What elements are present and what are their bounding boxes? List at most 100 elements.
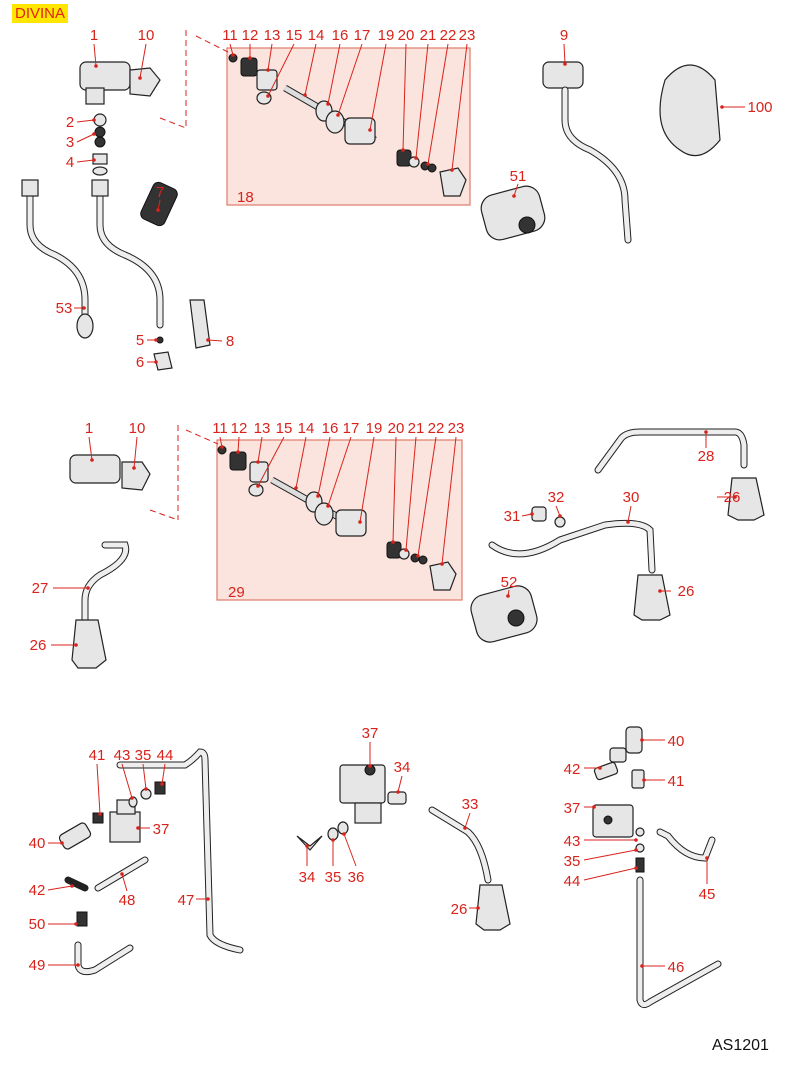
leader-line	[229, 43, 234, 56]
leader-line	[359, 436, 375, 523]
leader-arrow	[642, 778, 646, 782]
leader-arrow	[705, 856, 709, 860]
leader-arrow	[303, 93, 307, 97]
leader-arrow	[120, 872, 124, 876]
leader-line	[96, 763, 101, 815]
leader-line	[627, 505, 632, 523]
leader-arrow	[476, 906, 480, 910]
leader-line	[93, 43, 97, 67]
leader-arrow	[331, 838, 335, 842]
leader-arrow	[266, 68, 270, 72]
part-callout-1: 1	[90, 27, 98, 44]
part-callout-40: 40	[29, 835, 46, 852]
leader-arrow	[640, 738, 644, 742]
leader-line	[76, 119, 95, 123]
leader-arrow	[416, 554, 420, 558]
leader-arrow	[70, 884, 74, 888]
leader-arrow	[316, 494, 320, 498]
leader-arrow	[592, 805, 596, 809]
leader-arrow	[440, 562, 444, 566]
leader-arrow	[326, 504, 330, 508]
part-callout-34: 34	[394, 759, 411, 776]
part-callout-23: 23	[448, 420, 465, 437]
part-callout-35: 35	[564, 853, 581, 870]
part-callout-4: 4	[66, 154, 74, 171]
leader-arrow	[60, 841, 64, 845]
kit-parts-18	[228, 53, 467, 197]
leader-arrow	[130, 796, 134, 800]
part-callout-15: 15	[286, 27, 303, 44]
leader-arrow	[391, 540, 395, 544]
leader-line	[563, 43, 566, 65]
part-callout-21: 21	[420, 27, 437, 44]
leader-arrow	[86, 586, 90, 590]
part-callout-41: 41	[668, 773, 685, 790]
leader-line	[451, 43, 468, 171]
leader-arrow	[92, 158, 96, 162]
leader-arrow	[74, 643, 78, 647]
leader-line	[121, 873, 128, 892]
leader-arrow	[463, 826, 467, 830]
leader-line	[161, 763, 166, 785]
leader-line	[427, 43, 449, 165]
leader-arrow	[160, 782, 164, 786]
leader-arrow	[342, 832, 346, 836]
leader-arrow	[634, 838, 638, 842]
part-callout-5: 5	[136, 332, 144, 349]
leader-line	[327, 436, 352, 507]
leader-arrow	[92, 118, 96, 122]
leader-arrow	[512, 194, 516, 198]
part-callout-14: 14	[298, 420, 315, 437]
leader-arrow	[231, 53, 235, 57]
leader-line	[583, 867, 637, 881]
leader-arrow	[368, 764, 372, 768]
leader-arrow	[220, 445, 224, 449]
leader-line	[76, 159, 95, 163]
leader-arrow	[294, 486, 298, 490]
valve-body-1	[79, 61, 161, 105]
leader-arrow	[90, 458, 94, 462]
part-callout-41: 41	[89, 747, 106, 764]
part-callout-44: 44	[157, 747, 174, 764]
part-callout-37: 37	[153, 821, 170, 838]
part-callout-51: 51	[510, 168, 527, 185]
leader-line	[513, 183, 519, 197]
part-callout-18: 18	[237, 189, 254, 206]
leader-line	[343, 833, 357, 867]
leader-line	[415, 43, 429, 159]
leader-line	[464, 812, 471, 829]
drawing-code: AS1201	[712, 1037, 769, 1054]
leader-arrow	[404, 548, 408, 552]
part-callout-53: 53	[56, 300, 73, 317]
leader-arrow	[368, 128, 372, 132]
part-callout-26: 26	[451, 901, 468, 918]
leader-arrow	[206, 338, 210, 342]
part-callout-42: 42	[29, 882, 46, 899]
leader-line	[295, 436, 307, 489]
leader-arrow	[530, 512, 534, 516]
part-callout-12: 12	[231, 420, 248, 437]
part-callout-10: 10	[129, 420, 146, 437]
leader-line	[133, 436, 138, 469]
part-callout-29: 29	[228, 584, 245, 601]
leader-line	[337, 43, 363, 116]
part-callout-43: 43	[564, 833, 581, 850]
part-callout-31: 31	[504, 508, 521, 525]
leader-arrow	[358, 520, 362, 524]
leader-arrow	[206, 897, 210, 901]
leader-line	[267, 43, 295, 97]
leader-arrow	[704, 430, 708, 434]
part-callout-15: 15	[276, 420, 293, 437]
part-callout-22: 22	[440, 27, 457, 44]
part-callout-35: 35	[135, 747, 152, 764]
leader-arrow	[626, 520, 630, 524]
part-callout-10: 10	[138, 27, 155, 44]
leader-line	[304, 43, 317, 96]
leader-arrow	[248, 56, 252, 60]
leader-arrow	[144, 787, 148, 791]
leader-line	[207, 339, 223, 342]
leader-line	[267, 43, 273, 71]
leader-arrow	[94, 64, 98, 68]
